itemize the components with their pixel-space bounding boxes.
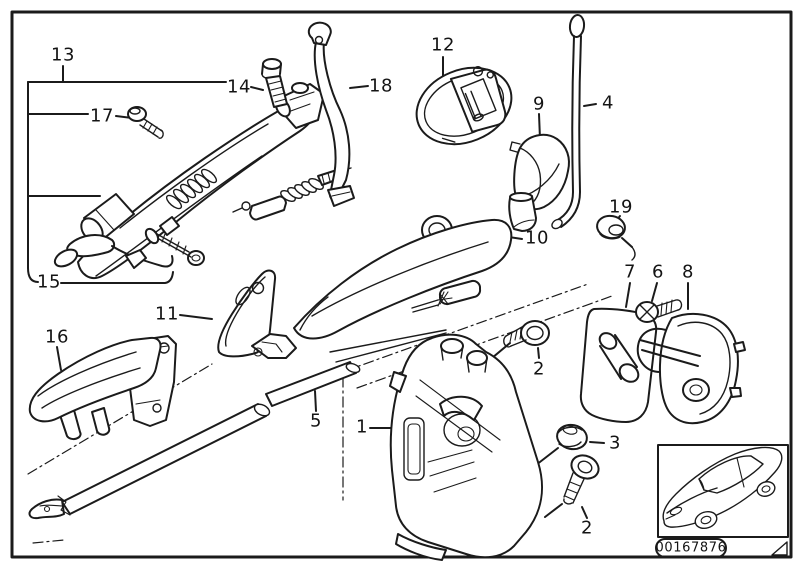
part-rod-4-drawing — [551, 14, 586, 230]
part-lock-actuator-1-drawing — [389, 333, 543, 561]
callout-15[interactable]: 15 — [37, 271, 61, 293]
part-strip-18-drawing — [307, 21, 355, 207]
part-grommet-19-drawing — [596, 214, 636, 261]
callout-16[interactable]: 16 — [45, 326, 69, 348]
callout-11[interactable]: 11 — [155, 303, 179, 325]
callout-18[interactable]: 18 — [369, 75, 393, 97]
callout-19[interactable]: 19 — [609, 196, 633, 218]
part-screw-2-upper-drawing — [503, 320, 550, 348]
callout-1[interactable]: 1 — [356, 416, 368, 438]
callout-14[interactable]: 14 — [227, 76, 251, 98]
callout-12[interactable]: 12 — [431, 34, 455, 56]
car-icon — [662, 446, 783, 530]
part-screw-17-drawing — [127, 106, 164, 139]
part-screw-6-drawing — [635, 299, 683, 323]
callout-2-lower[interactable]: 2 — [581, 517, 593, 539]
part-carrier-assembly-drawing — [53, 82, 352, 280]
part-gasket-11-drawing — [217, 269, 277, 358]
part-number-plate — [655, 538, 727, 558]
callout-17[interactable]: 17 — [90, 105, 114, 127]
part-screw-2-lower-drawing — [563, 454, 600, 505]
callout-6[interactable]: 6 — [652, 261, 664, 283]
part-cup-9-drawing — [509, 133, 570, 211]
diagram-border — [10, 10, 793, 559]
triangle-icon — [771, 541, 788, 556]
car-thumbnail — [657, 444, 789, 538]
part-trim-12-drawing — [415, 66, 513, 146]
part-striker-8-drawing — [636, 312, 746, 425]
part-screw-14-drawing — [261, 58, 288, 108]
part-rod-5-drawing — [28, 361, 361, 520]
part-inner-handle-16-drawing — [28, 335, 177, 441]
door-panel-outline — [27, 283, 613, 544]
callout-4[interactable]: 4 — [602, 92, 614, 114]
part-outer-handle-10-drawing — [251, 192, 537, 359]
callout-9[interactable]: 9 — [533, 93, 545, 115]
callout-2-upper[interactable]: 2 — [533, 358, 545, 380]
part-grommet-3-drawing — [556, 423, 588, 451]
part-number-badge: 00167876 — [655, 540, 727, 556]
callout-3[interactable]: 3 — [609, 432, 621, 454]
callout-13[interactable]: 13 — [51, 44, 75, 66]
callout-7[interactable]: 7 — [624, 261, 636, 283]
callout-8[interactable]: 8 — [682, 261, 694, 283]
callout-10[interactable]: 10 — [525, 227, 549, 249]
callout-5[interactable]: 5 — [310, 410, 322, 432]
